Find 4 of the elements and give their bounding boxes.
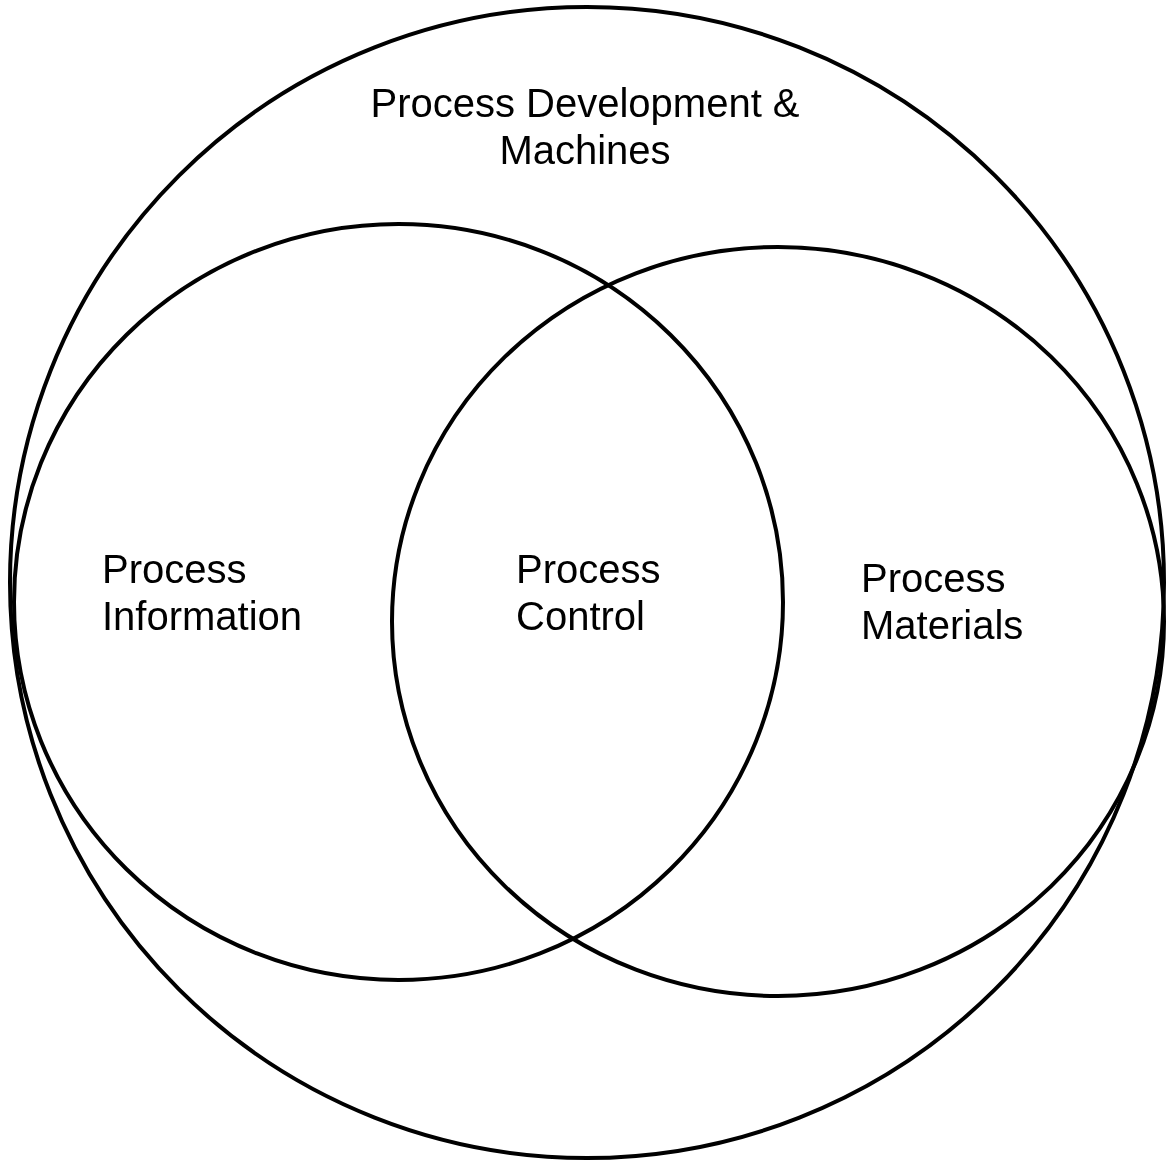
region-label: Process Control xyxy=(516,546,662,641)
circle-label: Process Development & Machines xyxy=(369,80,801,175)
circle-label: Process Materials xyxy=(861,555,1025,650)
circle-label: Process Information xyxy=(102,546,304,641)
